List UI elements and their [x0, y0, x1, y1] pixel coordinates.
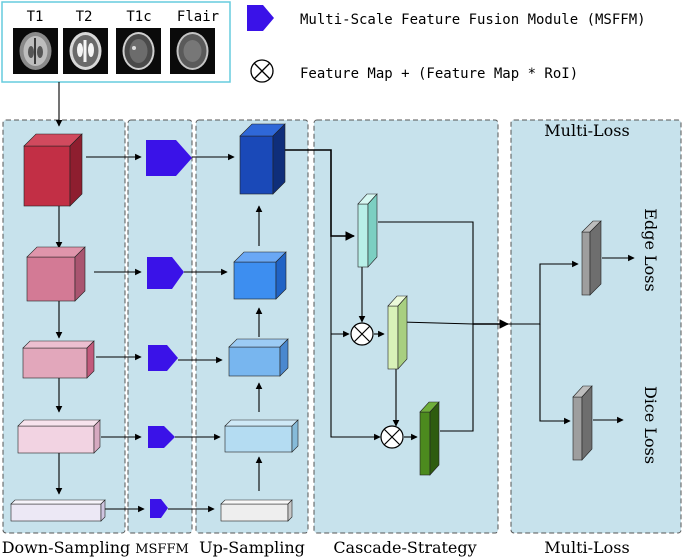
encoder-block-2	[26, 246, 86, 302]
input-box: T1 T2 T1c Flair	[1, 1, 231, 83]
modality-label-t1: T1	[27, 9, 44, 25]
otimes-operator-1	[350, 322, 374, 346]
decoder-block-1	[239, 123, 286, 195]
otimes-operator-2	[380, 425, 404, 449]
otimes-legend-label: Feature Map + (Feature Map * RoI)	[300, 66, 578, 82]
msffm-module-3	[148, 345, 178, 371]
edge-loss-label: Edge Loss	[641, 208, 660, 291]
modality-label-t1c: T1c	[126, 9, 151, 25]
msffm-legend-icon	[247, 5, 274, 31]
cascade-block-2	[387, 295, 408, 370]
encoder-block-4	[17, 419, 101, 454]
dice-loss-label: Dice Loss	[641, 386, 660, 464]
edge-loss-block	[581, 220, 602, 296]
cascade-block-3	[419, 401, 440, 476]
msffm-panel	[127, 119, 193, 534]
decoder-block-3	[228, 338, 289, 377]
encoder-block-3	[22, 340, 95, 379]
cascade-block-1	[357, 193, 378, 268]
mri-image-t2	[63, 28, 108, 74]
legend: Multi-Scale Feature Fusion Module (MSFFM…	[247, 5, 646, 83]
decoder-block-4	[224, 419, 299, 453]
section-label-cascade-strategy: Cascade-Strategy	[333, 538, 476, 557]
msffm-modules	[146, 140, 192, 518]
decoder-block-5	[220, 499, 293, 522]
section-label-msffm: MSFFM	[135, 542, 189, 557]
multi-loss-panel	[510, 119, 682, 534]
decoder-block-2	[233, 251, 287, 300]
section-label-multi-loss: Multi-Loss	[544, 538, 629, 557]
encoder-block-1	[23, 133, 83, 207]
mri-image-flair	[170, 28, 215, 74]
msffm-module-4	[148, 426, 175, 448]
mri-image-t1	[13, 28, 58, 74]
connectors	[55, 82, 635, 513]
modality-label-t2: T2	[76, 9, 93, 25]
encoder-block-5	[10, 499, 106, 522]
section-label-up-sampling: Up-Sampling	[199, 538, 305, 557]
section-label-down-sampling: Down-Sampling	[2, 538, 131, 557]
section-label-multi-loss-title: Multi-Loss	[544, 121, 629, 140]
msffm-module-2	[147, 257, 184, 289]
otimes-legend-icon	[250, 59, 274, 83]
msffm-module-5	[150, 499, 168, 518]
msffm-legend-label: Multi-Scale Feature Fusion Module (MSFFM…	[300, 12, 646, 28]
modality-label-flair: Flair	[177, 9, 219, 25]
msffm-module-1	[146, 140, 192, 176]
mri-image-t1c	[116, 28, 161, 74]
panels	[2, 119, 682, 534]
dice-loss-block	[572, 385, 593, 461]
